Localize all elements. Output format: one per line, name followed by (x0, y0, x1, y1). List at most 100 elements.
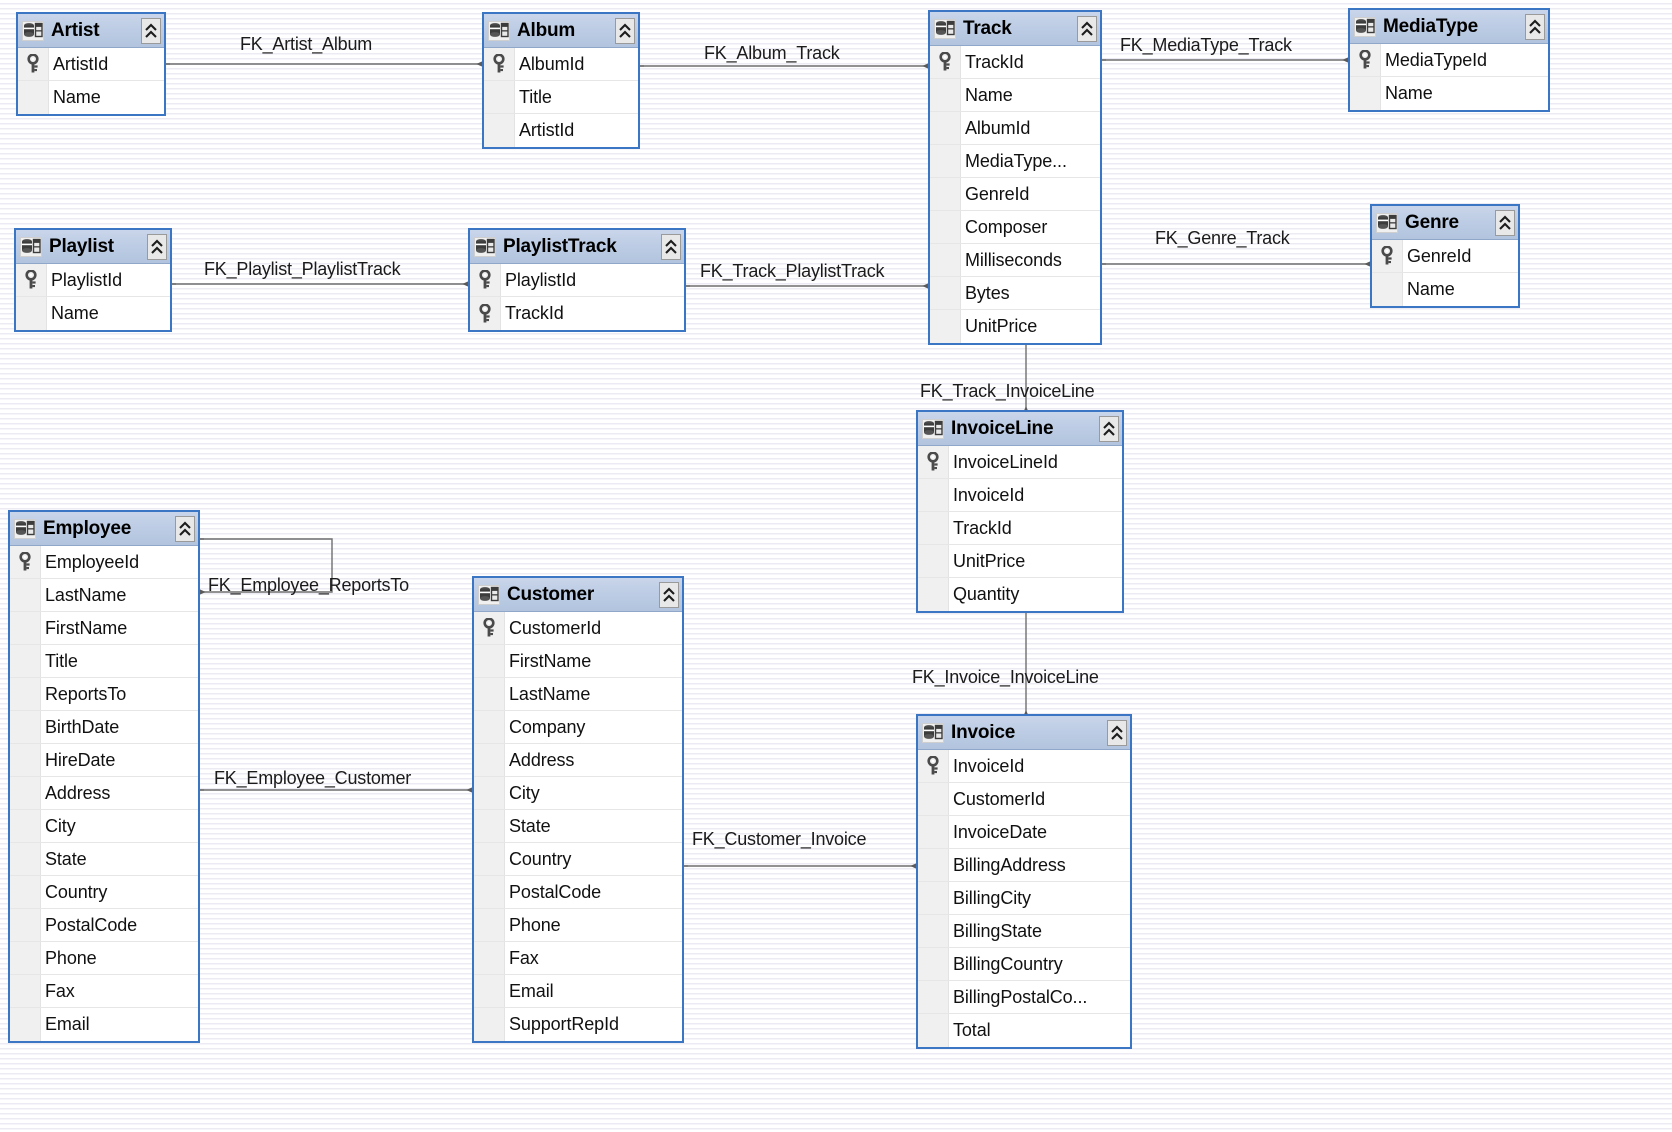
column-row[interactable]: TrackId (918, 512, 1122, 545)
chevron-double-up-icon[interactable] (175, 515, 195, 542)
column-row[interactable]: Email (10, 1008, 198, 1041)
entity-header-employee[interactable]: Employee (10, 512, 198, 546)
column-row[interactable]: GenreId (930, 178, 1100, 211)
column-row[interactable]: TrackId (470, 297, 684, 330)
column-row[interactable]: InvoiceId (918, 479, 1122, 512)
column-row[interactable]: BillingCity (918, 882, 1130, 915)
column-row[interactable]: Title (10, 645, 198, 678)
column-row[interactable]: Composer (930, 211, 1100, 244)
chevron-double-up-icon[interactable] (615, 17, 635, 44)
relationship-label-fk-artist-album[interactable]: FK_Artist_Album (240, 34, 373, 54)
column-row[interactable]: Company (474, 711, 682, 744)
column-row[interactable]: Country (10, 876, 198, 909)
column-row[interactable]: InvoiceDate (918, 816, 1130, 849)
column-row[interactable]: AlbumId (484, 48, 638, 81)
relationship-label-fk-playlist-playlisttrack[interactable]: FK_Playlist_PlaylistTrack (204, 259, 401, 279)
relationship-label-fk-invoice-invoiceline[interactable]: FK_Invoice_InvoiceLine (912, 667, 1099, 687)
column-row[interactable]: HireDate (10, 744, 198, 777)
entity-header-track[interactable]: Track (930, 12, 1100, 46)
chevron-double-up-icon[interactable] (1495, 209, 1515, 236)
chevron-double-up-icon[interactable] (659, 581, 679, 608)
relationship-label-fk-employee-customer[interactable]: FK_Employee_Customer (214, 768, 412, 788)
column-row[interactable]: Phone (10, 942, 198, 975)
column-row[interactable]: CustomerId (918, 783, 1130, 816)
column-row[interactable]: BillingPostalCo... (918, 981, 1130, 1014)
column-row[interactable]: InvoiceLineId (918, 446, 1122, 479)
column-row[interactable]: Fax (474, 942, 682, 975)
relationship-label-fk-genre-track[interactable]: FK_Genre_Track (1155, 228, 1290, 248)
column-row[interactable]: ArtistId (18, 48, 164, 81)
column-row[interactable]: LastName (10, 579, 198, 612)
chevron-double-up-icon[interactable] (1099, 415, 1119, 442)
entity-header-mediatype[interactable]: MediaType (1350, 10, 1548, 44)
column-row[interactable]: PlaylistId (470, 264, 684, 297)
column-row[interactable]: Total (918, 1014, 1130, 1047)
relationship-label-fk-customer-invoice[interactable]: FK_Customer_Invoice (692, 829, 867, 849)
chevron-double-up-icon[interactable] (1525, 13, 1545, 40)
entity-header-invoice[interactable]: Invoice (918, 716, 1130, 750)
column-row[interactable]: LastName (474, 678, 682, 711)
column-row[interactable]: CustomerId (474, 612, 682, 645)
column-row[interactable]: Title (484, 81, 638, 114)
column-row[interactable]: Name (1372, 273, 1518, 306)
column-row[interactable]: Name (16, 297, 170, 330)
column-row[interactable]: State (474, 810, 682, 843)
entity-header-playlist[interactable]: Playlist (16, 230, 170, 264)
column-row[interactable]: FirstName (10, 612, 198, 645)
column-row[interactable]: Bytes (930, 277, 1100, 310)
column-row[interactable]: GenreId (1372, 240, 1518, 273)
column-row[interactable]: Phone (474, 909, 682, 942)
relationship-label-fk-track-invoiceline[interactable]: FK_Track_InvoiceLine (920, 381, 1095, 401)
column-row[interactable]: SupportRepId (474, 1008, 682, 1041)
column-row[interactable]: BillingCountry (918, 948, 1130, 981)
column-row[interactable]: Name (18, 81, 164, 114)
chevron-double-up-icon[interactable] (1077, 15, 1097, 42)
column-row[interactable]: TrackId (930, 46, 1100, 79)
column-row[interactable]: UnitPrice (918, 545, 1122, 578)
column-row[interactable]: EmployeeId (10, 546, 198, 579)
relationship-label-fk-mediatype-track[interactable]: FK_MediaType_Track (1120, 35, 1292, 55)
column-row[interactable]: AlbumId (930, 112, 1100, 145)
column-row[interactable]: BillingAddress (918, 849, 1130, 882)
column-row[interactable]: BillingState (918, 915, 1130, 948)
column-row[interactable]: PlaylistId (16, 264, 170, 297)
entity-header-invoiceline[interactable]: InvoiceLine (918, 412, 1122, 446)
column-row[interactable]: BirthDate (10, 711, 198, 744)
entity-header-customer[interactable]: Customer (474, 578, 682, 612)
column-row[interactable]: City (10, 810, 198, 843)
relationship-label-fk-album-track[interactable]: FK_Album_Track (704, 43, 840, 63)
chevron-double-up-icon[interactable] (1107, 719, 1127, 746)
column-row[interactable]: Address (474, 744, 682, 777)
chevron-double-up-icon[interactable] (147, 233, 167, 260)
entity-header-artist[interactable]: Artist (18, 14, 164, 48)
column-row[interactable]: MediaType... (930, 145, 1100, 178)
entity-header-album[interactable]: Album (484, 14, 638, 48)
chevron-double-up-icon[interactable] (661, 233, 681, 260)
column-row[interactable]: PostalCode (10, 909, 198, 942)
entity-header-genre[interactable]: Genre (1372, 206, 1518, 240)
entity-header-playlisttrack[interactable]: PlaylistTrack (470, 230, 684, 264)
column-row[interactable]: Email (474, 975, 682, 1008)
column-row[interactable]: PostalCode (474, 876, 682, 909)
relationship-label-fk-track-playlisttrack[interactable]: FK_Track_PlaylistTrack (700, 261, 885, 281)
column-row[interactable]: Country (474, 843, 682, 876)
column-row[interactable]: Name (930, 79, 1100, 112)
column-row[interactable]: FirstName (474, 645, 682, 678)
column-row[interactable]: InvoiceId (918, 750, 1130, 783)
column-row[interactable]: UnitPrice (930, 310, 1100, 343)
column-row[interactable]: Quantity (918, 578, 1122, 611)
chevron-double-up-icon[interactable] (141, 17, 161, 44)
column-row[interactable]: Milliseconds (930, 244, 1100, 277)
column-row[interactable]: Address (10, 777, 198, 810)
